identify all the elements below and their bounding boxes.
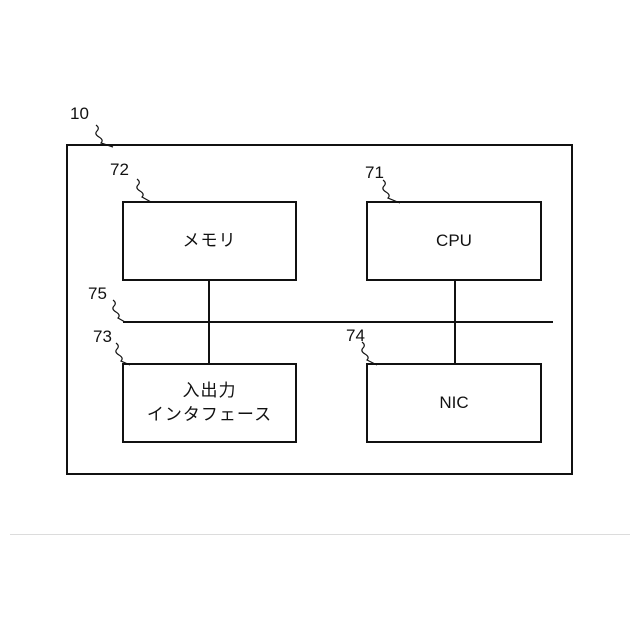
ref-io: 73 — [93, 327, 112, 347]
leader-bus — [113, 300, 125, 322]
nic-label: NIC — [367, 364, 541, 442]
ref-bus: 75 — [88, 284, 107, 304]
ref-nic: 74 — [346, 326, 365, 346]
nic-label-text: NIC — [439, 391, 468, 415]
ref-device: 10 — [70, 104, 89, 124]
ref-memory: 72 — [110, 160, 129, 180]
leader-cpu — [383, 180, 400, 203]
ref-cpu: 71 — [365, 163, 384, 183]
leader-io — [116, 343, 130, 365]
leader-device — [96, 125, 113, 147]
page-divider — [10, 534, 630, 535]
cpu-label: CPU — [367, 202, 541, 280]
leader-memory — [137, 179, 151, 202]
io-interface-label: 入出力 インタフェース — [123, 364, 296, 442]
memory-label: メモリ — [123, 202, 296, 280]
io-label-line1: 入出力 — [183, 379, 237, 403]
io-label-line2: インタフェース — [147, 403, 272, 427]
cpu-label-text: CPU — [436, 229, 472, 253]
memory-label-text: メモリ — [183, 229, 237, 253]
